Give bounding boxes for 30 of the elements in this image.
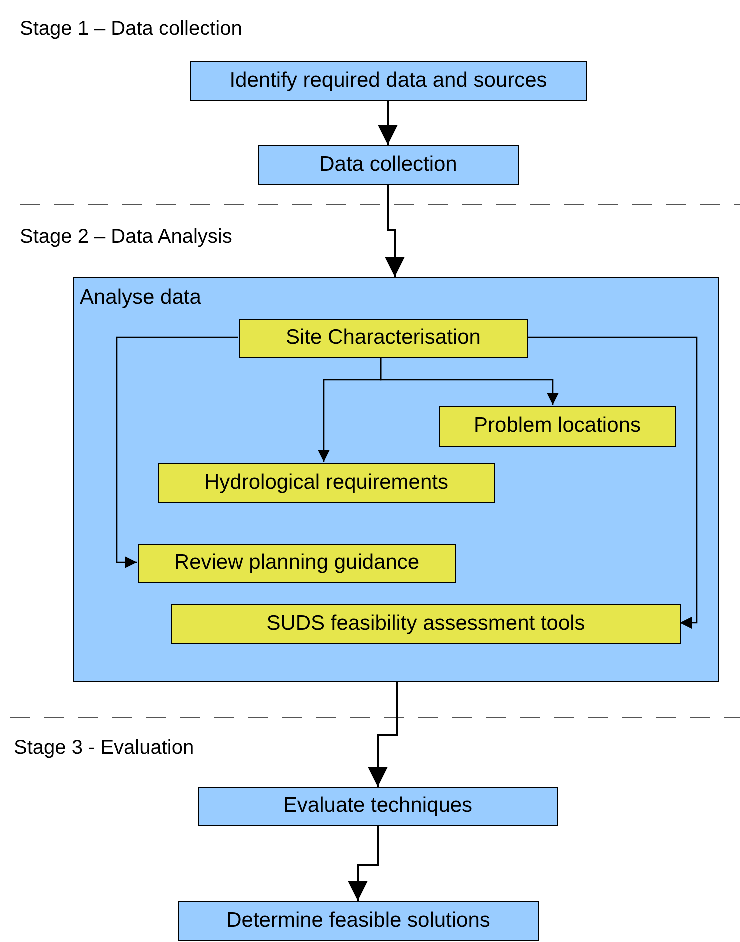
box-label: Hydrological requirements: [204, 470, 448, 496]
arrow: [368, 682, 398, 787]
process-box: [258, 145, 519, 185]
box-label: Review planning guidance: [174, 551, 420, 576]
arrow: [527, 336, 698, 629]
process-box: [171, 604, 681, 644]
stage-heading: Stage 3 - Evaluation: [14, 737, 194, 760]
box-label: Determine feasible solutions: [226, 908, 490, 934]
group-box: [73, 277, 719, 682]
box-label: Problem locations: [474, 414, 641, 439]
process-box: [198, 787, 558, 826]
process-box: [439, 406, 676, 447]
arrow: [348, 826, 379, 901]
process-box: [138, 544, 456, 583]
box-label: Data collection: [320, 152, 458, 178]
arrow: [318, 357, 382, 462]
stage-heading: Stage 2 – Data Analysis: [20, 226, 232, 249]
process-box: [178, 901, 539, 941]
box-label: SUDS feasibility assessment tools: [266, 612, 586, 636]
process-box: [158, 463, 495, 503]
arrow: [378, 101, 398, 145]
group-title: Analyse data: [80, 286, 202, 310]
box-label: Site Characterisation: [286, 326, 481, 351]
box-label: Identify required data and sources: [230, 68, 548, 94]
box-label: Evaluate techniques: [283, 794, 473, 819]
process-box: [190, 61, 587, 101]
stage-heading: Stage 1 – Data collection: [20, 18, 242, 41]
process-box: [239, 319, 528, 358]
arrow: [385, 185, 405, 277]
arrow: [116, 336, 238, 568]
